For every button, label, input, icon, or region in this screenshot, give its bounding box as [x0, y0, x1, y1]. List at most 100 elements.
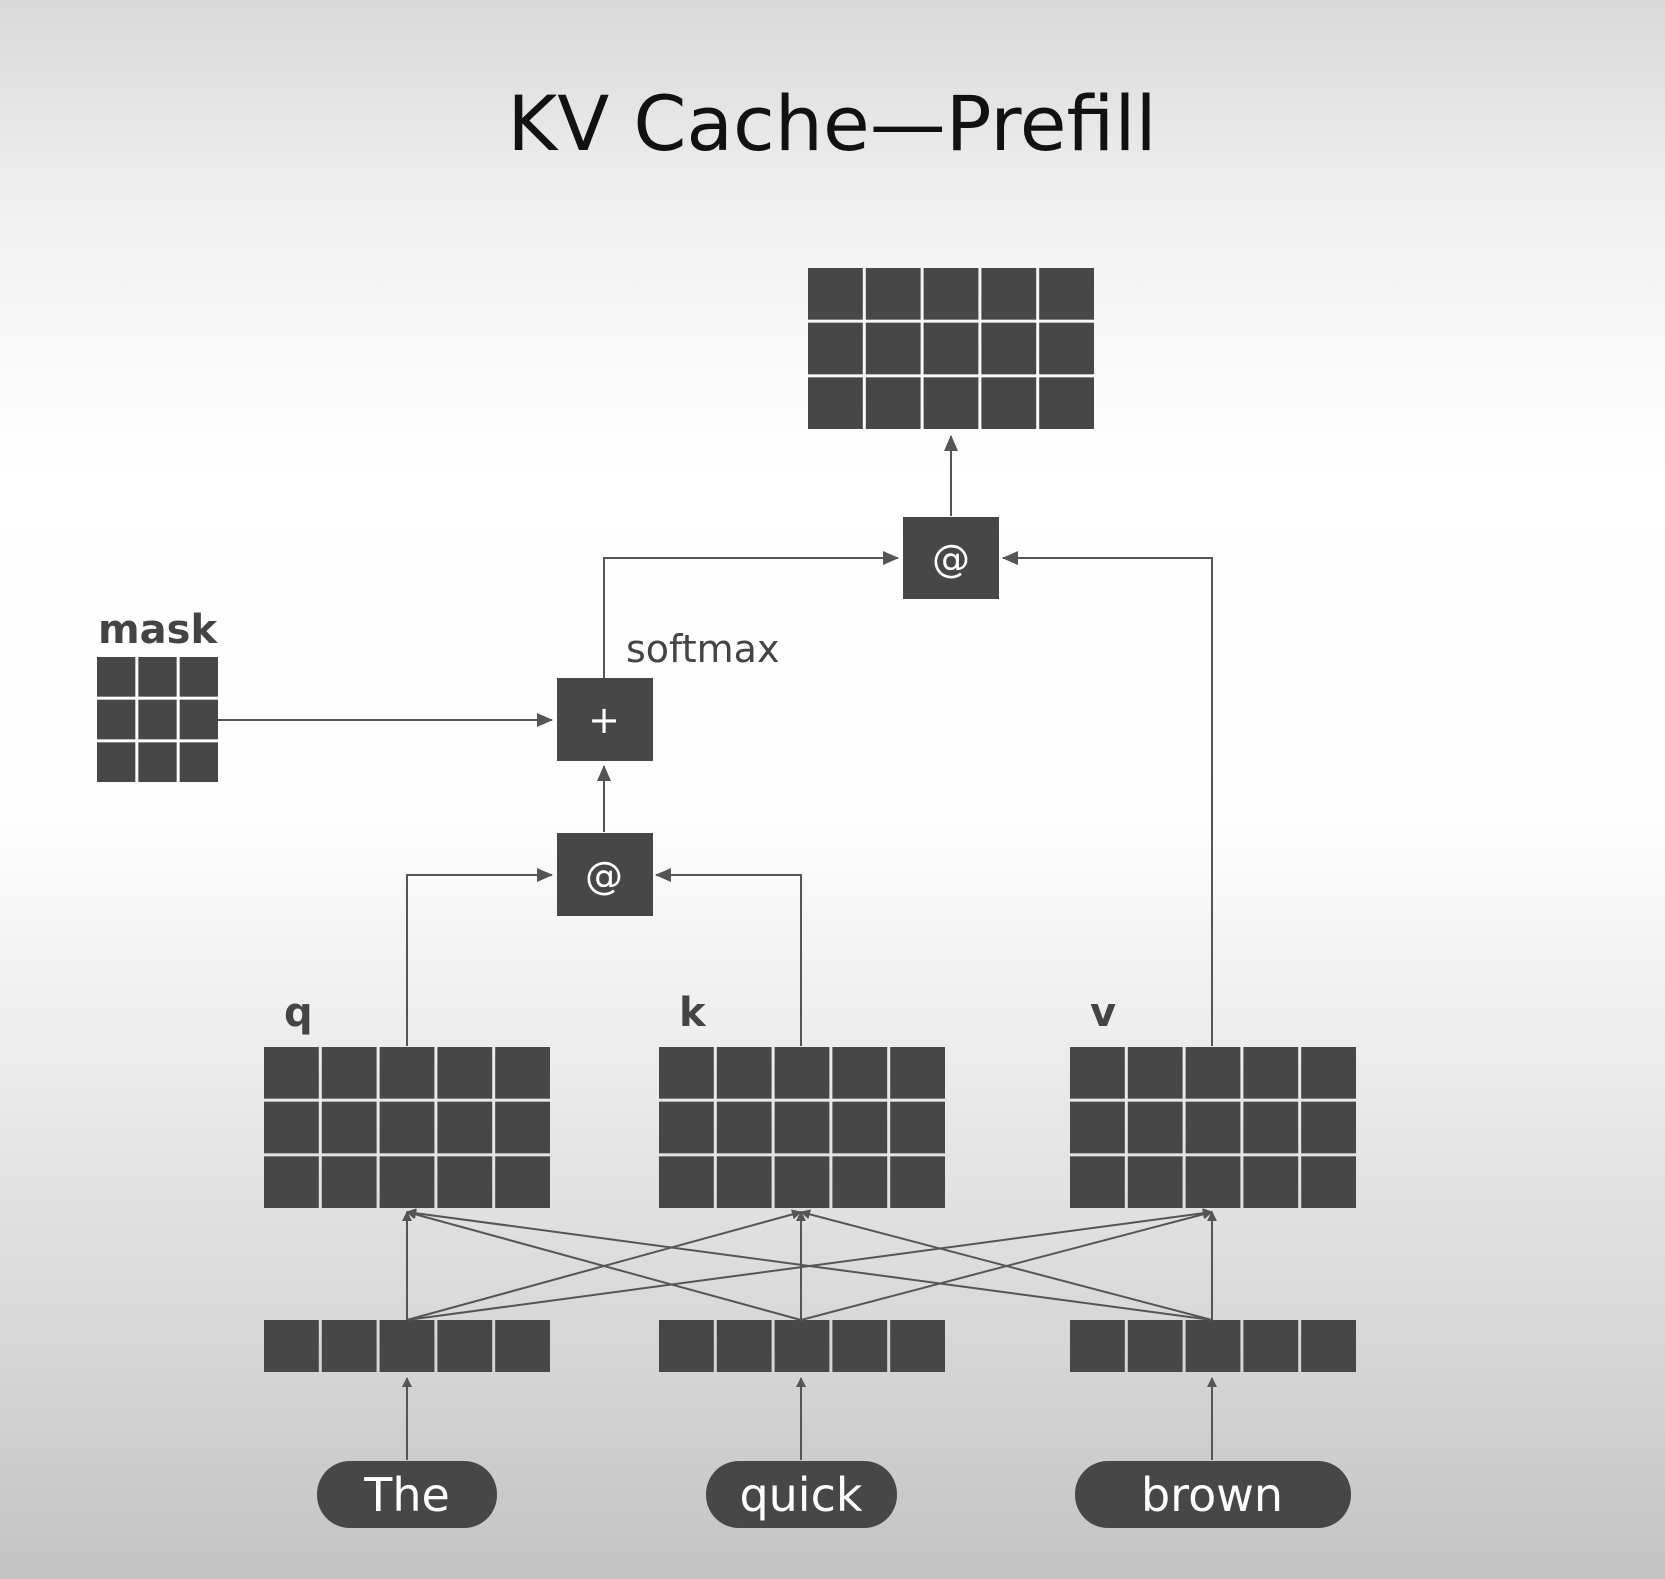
connector-lines — [218, 435, 1217, 1460]
q-matrix-cell — [495, 1156, 550, 1208]
embedding-cell — [774, 1320, 830, 1372]
embedding-cell — [659, 1320, 714, 1372]
output-matrix-cell — [923, 268, 979, 320]
mask-matrix — [97, 657, 218, 782]
embedding-cell — [264, 1320, 319, 1372]
q-matrix-cell — [379, 1101, 435, 1154]
output-matrix-cell — [865, 268, 921, 320]
output-matrix-cell — [923, 322, 979, 375]
q-matrix — [264, 1047, 550, 1208]
add-symbol: + — [588, 698, 620, 742]
mask-matrix-cell — [97, 742, 136, 782]
add-mask-op: + — [557, 678, 653, 761]
token-pill-the: The — [317, 1461, 497, 1528]
v-matrix-cell — [1070, 1101, 1125, 1154]
diagram-title: KV Cache—Prefill — [507, 79, 1156, 168]
v-matrix-cell — [1301, 1156, 1356, 1208]
token-quick-text: quick — [739, 1468, 862, 1522]
v-matrix-cell — [1301, 1047, 1356, 1099]
output-matmul-symbol: @ — [932, 537, 970, 581]
output-matrix-cell — [808, 268, 863, 320]
mask-matrix-cell — [97, 657, 136, 697]
v-matrix-cell — [1243, 1047, 1299, 1099]
k-matrix-cell — [716, 1156, 772, 1208]
v-matrix-cell — [1301, 1101, 1356, 1154]
q-label: q — [284, 990, 313, 1036]
output-matrix-cell — [808, 322, 863, 375]
mask-label: mask — [98, 607, 218, 653]
q-matrix-cell — [264, 1047, 319, 1099]
embedding-cell — [832, 1320, 888, 1372]
k-matrix-cell — [659, 1047, 714, 1099]
output-matrix-cell — [1039, 377, 1094, 429]
k-matrix-cell — [832, 1047, 888, 1099]
embedding-cell — [1070, 1320, 1125, 1372]
q-matrix-cell — [379, 1156, 435, 1208]
q-matrix-cell — [264, 1156, 319, 1208]
mask-matrix-cell — [138, 699, 177, 740]
q-matrix-cell — [321, 1156, 377, 1208]
arrow-q-to-scores-matmul — [406, 868, 553, 1046]
k-matrix — [659, 1047, 945, 1208]
v-matrix — [1070, 1047, 1356, 1208]
output-matmul-op: @ — [903, 517, 999, 599]
v-matrix-cell — [1185, 1156, 1241, 1208]
output-matrix-cell — [1039, 268, 1094, 320]
v-matrix-cell — [1127, 1156, 1183, 1208]
k-matrix-cell — [832, 1101, 888, 1154]
arrow-k-to-scores-matmul — [655, 868, 802, 1046]
scores-matmul-op: @ — [557, 833, 653, 916]
embedding-cell — [379, 1320, 435, 1372]
k-matrix-cell — [774, 1101, 830, 1154]
embedding-cell — [437, 1320, 493, 1372]
embedding-cell — [495, 1320, 550, 1372]
output-matrix-cell — [808, 377, 863, 429]
k-matrix-cell — [716, 1047, 772, 1099]
q-matrix-cell — [321, 1101, 377, 1154]
output-matrix-cell — [981, 322, 1037, 375]
token-pill-quick: quick — [706, 1461, 897, 1528]
output-matrix-cell — [865, 377, 921, 429]
v-matrix-cell — [1127, 1047, 1183, 1099]
k-matrix-cell — [832, 1156, 888, 1208]
embedding-cell — [1243, 1320, 1299, 1372]
output-matrix-cell — [1039, 322, 1094, 375]
v-matrix-cell — [1185, 1101, 1241, 1154]
output-matrix-cell — [865, 322, 921, 375]
arrow-brown-to-k — [800, 1209, 1213, 1321]
q-matrix-cell — [321, 1047, 377, 1099]
arrow-softmax-to-output-matmul — [603, 551, 899, 678]
softmax-label: softmax — [626, 627, 779, 671]
arrow-v-to-output-matmul — [1002, 551, 1213, 1046]
arrow-brown-to-q — [406, 1208, 1213, 1321]
q-matrix-cell — [379, 1047, 435, 1099]
mask-matrix-cell — [138, 742, 177, 782]
embedding-cell — [1301, 1320, 1356, 1372]
v-matrix-cell — [1070, 1156, 1125, 1208]
embedding-cell — [890, 1320, 945, 1372]
k-matrix-cell — [774, 1156, 830, 1208]
v-matrix-cell — [1243, 1101, 1299, 1154]
mask-matrix-cell — [138, 657, 177, 697]
q-matrix-cell — [495, 1101, 550, 1154]
output-matrix-cell — [981, 377, 1037, 429]
mask-matrix-cell — [179, 657, 218, 697]
q-matrix-cell — [437, 1047, 493, 1099]
q-matrix-cell — [495, 1047, 550, 1099]
output-matrix-cell — [923, 377, 979, 429]
token-brown-text: brown — [1141, 1468, 1283, 1522]
k-matrix-cell — [890, 1101, 945, 1154]
k-matrix-cell — [774, 1047, 830, 1099]
q-matrix-cell — [264, 1101, 319, 1154]
output-matrix — [808, 268, 1094, 429]
k-matrix-cell — [659, 1101, 714, 1154]
k-matrix-cell — [659, 1156, 714, 1208]
embedding-vector-brown — [1070, 1320, 1356, 1372]
q-matrix-cell — [437, 1156, 493, 1208]
embedding-vector-the — [264, 1320, 550, 1372]
v-label: v — [1090, 990, 1116, 1036]
scores-matmul-symbol: @ — [585, 854, 623, 898]
token-pill-brown: brown — [1075, 1461, 1351, 1528]
token-the-text: The — [363, 1468, 450, 1522]
